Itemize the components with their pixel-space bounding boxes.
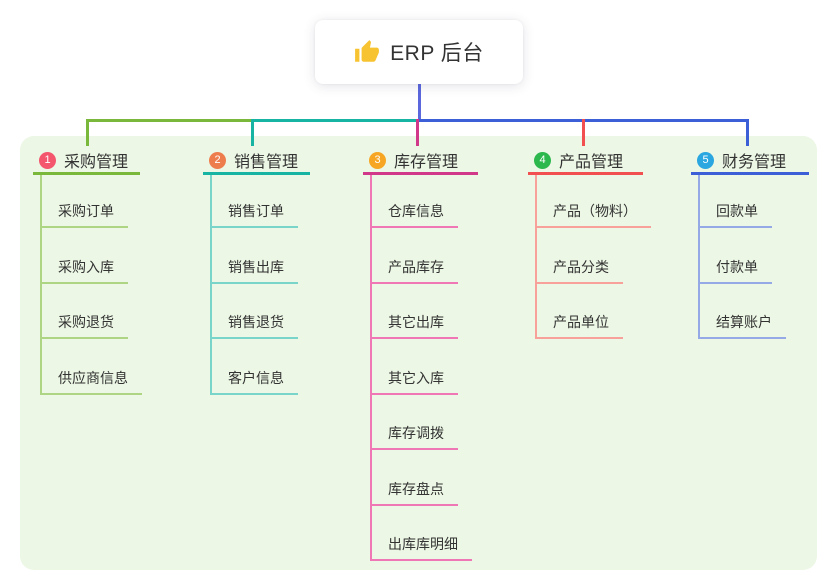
- child-node[interactable]: 其它入库: [372, 339, 458, 395]
- branch-sales: 2 销售管理 销售订单销售出库销售退货客户信息: [203, 148, 310, 395]
- child-node[interactable]: 付款单: [700, 228, 772, 284]
- drop-branch-4: [582, 119, 585, 146]
- child-node[interactable]: 出库库明细: [372, 506, 472, 561]
- child-node[interactable]: 库存盘点: [372, 450, 458, 506]
- branches-background-panel: [20, 136, 817, 570]
- thumbs-up-icon: [354, 39, 380, 65]
- child-node[interactable]: 产品单位: [537, 284, 623, 339]
- child-node[interactable]: 产品分类: [537, 228, 623, 284]
- branch-title-label: 产品管理: [559, 154, 624, 171]
- child-node[interactable]: 回款单: [700, 175, 772, 228]
- branch-finance: 5 财务管理 回款单付款单结算账户: [691, 148, 809, 339]
- branch-title-label: 销售管理: [234, 154, 299, 171]
- branch-badge: 4: [534, 151, 551, 169]
- branch-children: 产品（物料）产品分类产品单位: [535, 175, 651, 339]
- branch-children: 销售订单销售出库销售退货客户信息: [210, 175, 310, 395]
- connector-branch-2: [251, 119, 419, 122]
- child-node[interactable]: 产品（物料）: [537, 175, 651, 228]
- child-node[interactable]: 仓库信息: [372, 175, 458, 228]
- branch-children: 仓库信息产品库存其它出库其它入库库存调拨库存盘点出库库明细: [370, 175, 478, 561]
- branch-title-product[interactable]: 4 产品管理: [528, 148, 643, 175]
- branch-children: 采购订单采购入库采购退货供应商信息: [40, 175, 142, 395]
- child-node[interactable]: 供应商信息: [42, 339, 142, 395]
- branch-inventory: 3 库存管理 仓库信息产品库存其它出库其它入库库存调拨库存盘点出库库明细: [363, 148, 478, 561]
- child-node[interactable]: 其它出库: [372, 284, 458, 339]
- child-node[interactable]: 采购订单: [42, 175, 128, 228]
- child-node[interactable]: 销售退货: [212, 284, 298, 339]
- child-node[interactable]: 销售出库: [212, 228, 298, 284]
- child-node[interactable]: 产品库存: [372, 228, 458, 284]
- branch-title-purchase[interactable]: 1 采购管理: [33, 148, 140, 175]
- branch-title-finance[interactable]: 5 财务管理: [691, 148, 809, 175]
- child-node[interactable]: 客户信息: [212, 339, 298, 395]
- drop-branch-1: [86, 119, 89, 146]
- drop-branch-3: [416, 119, 419, 146]
- root-connector-line: [418, 84, 421, 120]
- child-node[interactable]: 结算账户: [700, 284, 786, 339]
- branch-purchase: 1 采购管理 采购订单采购入库采购退货供应商信息: [33, 148, 142, 395]
- branch-badge: 2: [209, 151, 226, 169]
- branch-title-label: 采购管理: [64, 154, 129, 171]
- branch-title-label: 库存管理: [394, 154, 459, 171]
- connector-branch-1: [86, 119, 252, 122]
- branch-badge: 5: [697, 151, 714, 169]
- child-node[interactable]: 采购入库: [42, 228, 128, 284]
- branch-title-inventory[interactable]: 3 库存管理: [363, 148, 478, 175]
- branch-title-sales[interactable]: 2 销售管理: [203, 148, 310, 175]
- branch-product: 4 产品管理 产品（物料）产品分类产品单位: [528, 148, 651, 339]
- root-title: ERP 后台: [390, 42, 484, 65]
- branch-badge: 1: [39, 151, 56, 169]
- drop-branch-5: [746, 119, 749, 146]
- branch-title-label: 财务管理: [722, 154, 787, 171]
- child-node[interactable]: 库存调拨: [372, 395, 458, 450]
- branch-badge: 3: [369, 151, 386, 169]
- branch-children: 回款单付款单结算账户: [698, 175, 809, 339]
- drop-branch-2: [251, 119, 254, 146]
- child-node[interactable]: 采购退货: [42, 284, 128, 339]
- root-node[interactable]: ERP 后台: [315, 20, 523, 84]
- child-node[interactable]: 销售订单: [212, 175, 298, 228]
